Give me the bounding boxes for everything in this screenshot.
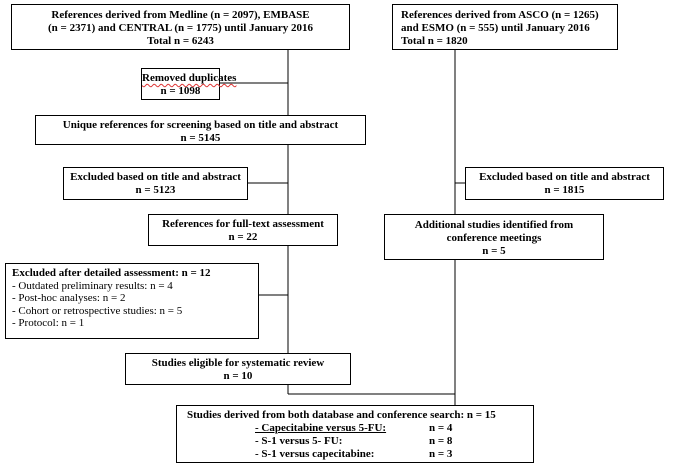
unique-count: n = 5145 xyxy=(180,132,221,144)
additional-studies-box: Additional studies identified from confe… xyxy=(384,214,604,260)
databases-references-box: References derived from Medline (n = 209… xyxy=(11,4,350,50)
databases-line1: References derived from Medline (n = 209… xyxy=(51,9,310,21)
databases-line2: (n = 2371) and CENTRAL (n = 1775) until … xyxy=(48,22,313,34)
final-row-count: n = 4 xyxy=(429,422,453,434)
duplicates-count: n = 1098 xyxy=(160,85,201,97)
excluded-db-label: Excluded based on title and abstract xyxy=(70,171,241,183)
final-title: Studies derived from both database and c… xyxy=(187,409,496,421)
final-row-label: - Capecitabine versus 5-FU: xyxy=(255,422,387,434)
final-row-count: n = 3 xyxy=(429,448,453,460)
fulltext-count: n = 22 xyxy=(228,231,258,243)
additional-line1: Additional studies identified from xyxy=(414,219,574,231)
excluded-detail-item-cohort: - Cohort or retrospective studies: n = 5 xyxy=(12,304,183,317)
final-row-s1-5fu: - S-1 versus 5- FU: n = 8 xyxy=(255,435,533,448)
final-row-capecitabine-5fu: - Capecitabine versus 5-FU: n = 4 xyxy=(255,422,533,435)
duplicates-label: Removed duplicates xyxy=(142,72,237,84)
conference-line2: and ESMO (n = 555) until January 2016 xyxy=(401,22,590,34)
excluded-detail-title: Excluded after detailed assessment: n = … xyxy=(12,267,211,279)
conference-total: Total n = 1820 xyxy=(401,35,468,47)
eligible-count: n = 10 xyxy=(223,370,253,382)
excluded-title-abstract-db-box: Excluded based on title and abstract n =… xyxy=(63,167,248,200)
eligible-label: Studies eligible for systematic review xyxy=(151,357,325,369)
excluded-detail-item-posthoc: - Post-hoc analyses: n = 2 xyxy=(12,292,126,304)
final-row-s1-capecitabine: - S-1 versus capecitabine: n = 3 xyxy=(255,448,533,461)
excluded-db-count: n = 5123 xyxy=(135,184,176,196)
final-row-label: - S-1 versus capecitabine: xyxy=(255,448,375,460)
final-row-count: n = 8 xyxy=(429,435,453,447)
excluded-conf-label: Excluded based on title and abstract xyxy=(479,171,650,183)
excluded-title-abstract-conf-box: Excluded based on title and abstract n =… xyxy=(465,167,664,200)
fulltext-label: References for full-text assessment xyxy=(162,218,324,230)
additional-count: n = 5 xyxy=(482,245,506,257)
final-row-label: - S-1 versus 5- FU: xyxy=(255,435,343,447)
fulltext-assessment-box: References for full-text assessment n = … xyxy=(148,214,338,246)
excluded-detailed-assessment-box: Excluded after detailed assessment: n = … xyxy=(5,263,259,339)
final-studies-box: Studies derived from both database and c… xyxy=(176,405,534,463)
unique-references-box: Unique references for screening based on… xyxy=(35,115,366,145)
excluded-conf-count: n = 1815 xyxy=(544,184,585,196)
databases-total: Total n = 6243 xyxy=(147,35,214,47)
unique-label: Unique references for screening based on… xyxy=(62,119,339,131)
excluded-detail-item-outdated: - Outdated preliminary results: n = 4 xyxy=(12,279,173,292)
additional-line2: conference meetings xyxy=(446,232,542,244)
conference-line1: References derived from ASCO (n = 1265) xyxy=(401,9,599,21)
conference-references-box: References derived from ASCO (n = 1265) … xyxy=(392,4,618,50)
removed-duplicates-box: Removed duplicates n = 1098 xyxy=(141,68,237,100)
eligible-studies-box: Studies eligible for systematic review n… xyxy=(125,353,351,385)
excluded-detail-item-protocol: - Protocol: n = 1 xyxy=(12,317,85,329)
